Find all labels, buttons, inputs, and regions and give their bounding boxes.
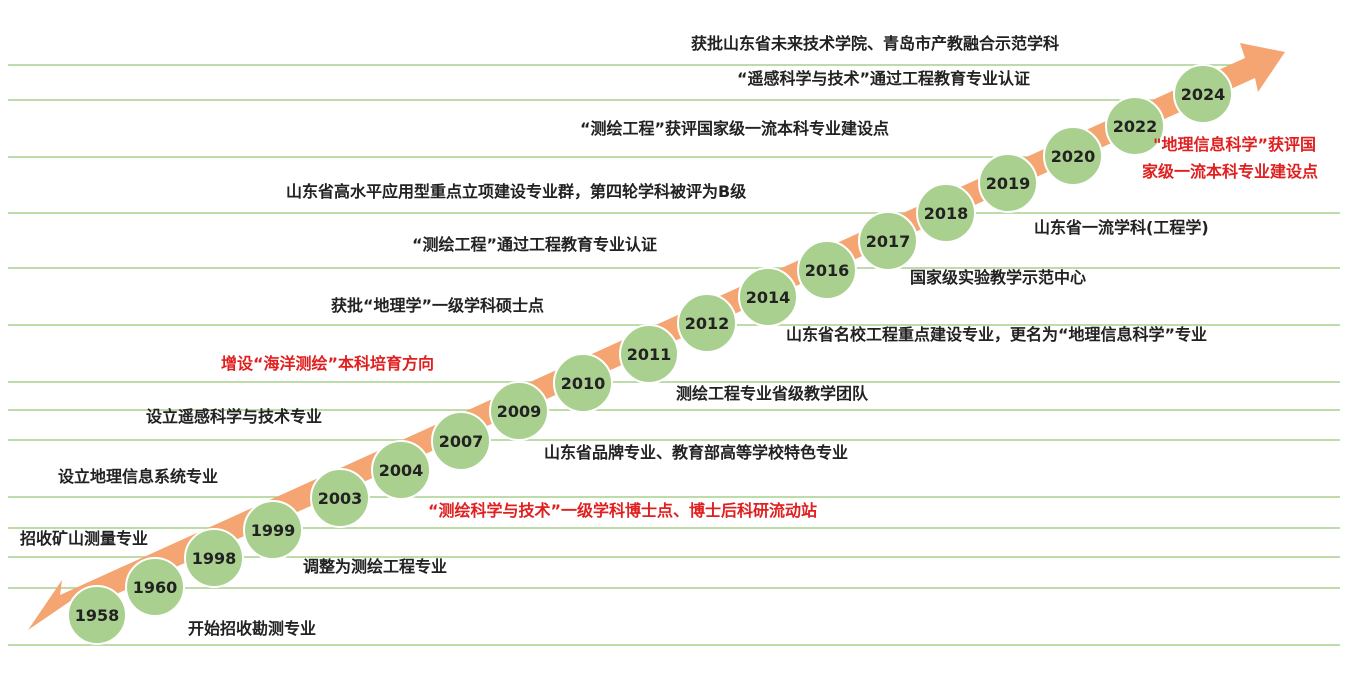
year-marker: 2003 — [310, 468, 370, 528]
year-marker: 2017 — [858, 211, 918, 271]
year-marker: 1958 — [67, 585, 127, 645]
year-marker: 2014 — [738, 267, 798, 327]
year-circle — [125, 557, 185, 617]
year-marker: 2019 — [978, 153, 1038, 213]
year-label: 1998 — [192, 549, 237, 568]
event-label: 国家级实验教学示范中心 — [910, 268, 1086, 287]
year-marker: 1998 — [184, 528, 244, 588]
year-marker: 1960 — [125, 557, 185, 617]
year-circle — [916, 183, 976, 243]
year-circle — [1043, 126, 1103, 186]
year-circle — [67, 585, 127, 645]
year-circle — [797, 240, 857, 300]
year-label: 2024 — [1181, 85, 1226, 104]
year-label: 2011 — [627, 345, 672, 364]
event-label: 测绘工程专业省级教学团队 — [676, 384, 869, 403]
year-marker: 2011 — [619, 324, 679, 384]
year-marker: 2020 — [1043, 126, 1103, 186]
year-circle — [489, 381, 549, 441]
year-circle — [858, 211, 918, 271]
year-label: 1999 — [251, 521, 296, 540]
year-circle — [371, 440, 431, 500]
year-marker: 2022 — [1105, 96, 1165, 156]
year-label: 2018 — [924, 204, 969, 223]
event-label: 获批山东省未来技术学院、青岛市产教融合示范学科 — [691, 34, 1059, 53]
year-label: 2020 — [1051, 147, 1096, 166]
year-marker: 2012 — [677, 293, 737, 353]
event-label: “测绘科学与技术”一级学科博士点、博士后科研流动站 — [428, 501, 817, 520]
year-circle — [978, 153, 1038, 213]
event-label: “测绘工程”通过工程教育专业认证 — [412, 235, 657, 254]
year-label: 2016 — [805, 261, 850, 280]
year-label: 2022 — [1113, 117, 1158, 136]
event-label: 获批“地理学”一级学科硕士点 — [331, 296, 544, 315]
year-label: 2010 — [561, 374, 606, 393]
year-marker: 2007 — [431, 411, 491, 471]
year-marker: 2009 — [489, 381, 549, 441]
year-label: 2014 — [746, 288, 791, 307]
year-label: 2003 — [318, 489, 363, 508]
event-label: 家级一流本科专业建设点 — [1142, 162, 1318, 181]
year-circle — [431, 411, 491, 471]
event-label: 山东省品牌专业、教育部高等学校特色专业 — [544, 443, 848, 462]
year-label: 2009 — [497, 402, 542, 421]
year-circle — [738, 267, 798, 327]
event-label: 设立遥感科学与技术专业 — [146, 407, 322, 426]
year-circle — [310, 468, 370, 528]
year-circle — [243, 500, 303, 560]
year-label: 2012 — [685, 314, 730, 333]
year-label: 1960 — [133, 578, 178, 597]
year-circle — [553, 353, 613, 413]
event-label: 设立地理信息系统专业 — [58, 467, 218, 486]
year-marker: 2016 — [797, 240, 857, 300]
year-circle — [184, 528, 244, 588]
event-label: 增设“海洋测绘”本科培育方向 — [221, 354, 434, 373]
year-markers: 1958 1960 1998 1999 2003 2004 2007 2009 2010 2011… — [67, 64, 1233, 645]
event-label: 招收矿山测量专业 — [20, 529, 148, 548]
event-label: 山东省一流学科(工程学) — [1034, 218, 1209, 237]
year-circle — [619, 324, 679, 384]
event-label: 调整为测绘工程专业 — [303, 557, 447, 576]
year-marker: 1999 — [243, 500, 303, 560]
year-label: 2017 — [866, 232, 911, 251]
year-label: 2004 — [379, 461, 424, 480]
year-circle — [677, 293, 737, 353]
year-label: 2019 — [986, 174, 1031, 193]
year-marker: 2018 — [916, 183, 976, 243]
year-marker: 2010 — [553, 353, 613, 413]
event-label: "地理信息科学”获评国 — [1153, 135, 1316, 154]
year-label: 2007 — [439, 432, 484, 451]
event-label: “测绘工程”获评国家级一流本科专业建设点 — [580, 119, 889, 138]
year-label: 1958 — [75, 606, 120, 625]
event-label: 山东省高水平应用型重点立项建设专业群，第四轮学科被评为B级 — [286, 182, 747, 201]
event-label: “遥感科学与技术”通过工程教育专业认证 — [737, 69, 1030, 88]
year-marker: 2004 — [371, 440, 431, 500]
event-label: 山东省名校工程重点建设专业，更名为“地理信息科学”专业 — [786, 325, 1207, 344]
year-marker: 2024 — [1173, 64, 1233, 124]
year-circle — [1105, 96, 1165, 156]
year-circle — [1173, 64, 1233, 124]
event-label: 开始招收勘测专业 — [188, 619, 316, 638]
